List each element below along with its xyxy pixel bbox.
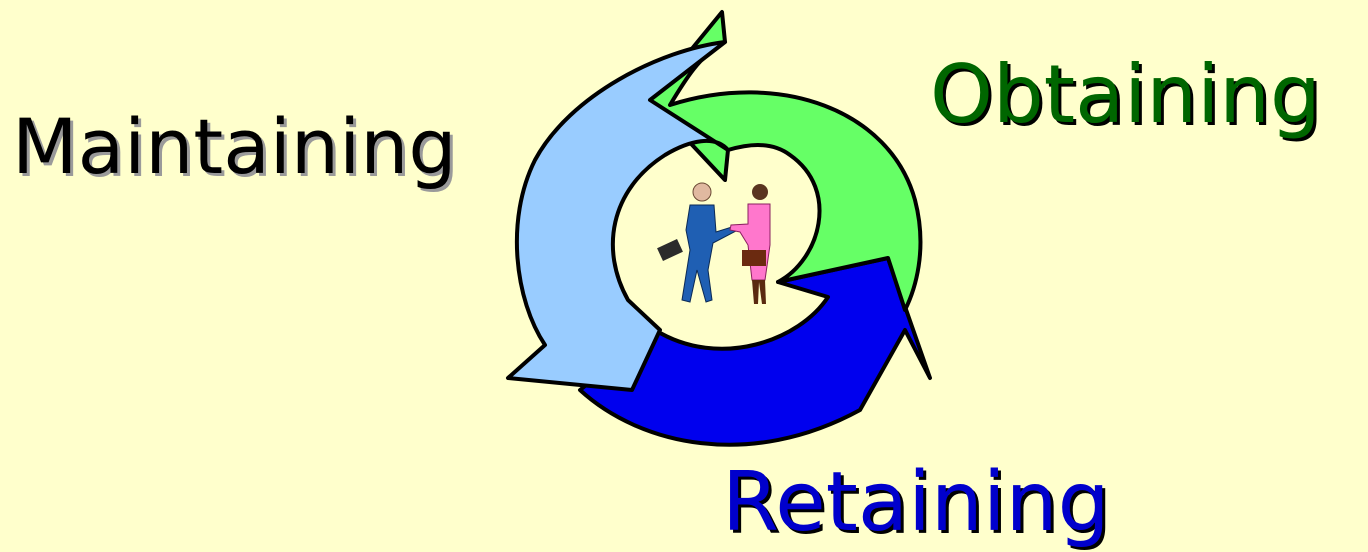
woman-briefcase [742, 250, 766, 266]
handshake-clipart [657, 182, 771, 304]
man-body [681, 204, 737, 303]
maintaining-arrow [506, 40, 730, 392]
man-head [692, 182, 712, 202]
woman-head [752, 184, 768, 200]
woman-body [729, 203, 771, 281]
woman-legs [752, 280, 766, 304]
obtaining-arrow [648, 10, 923, 312]
retaining-arrow [578, 256, 932, 447]
man-briefcase [657, 239, 683, 261]
retaining-label: Retaining [722, 455, 1110, 550]
obtaining-label: Obtaining [930, 48, 1321, 141]
maintaining-label: Maintaining [12, 102, 457, 191]
